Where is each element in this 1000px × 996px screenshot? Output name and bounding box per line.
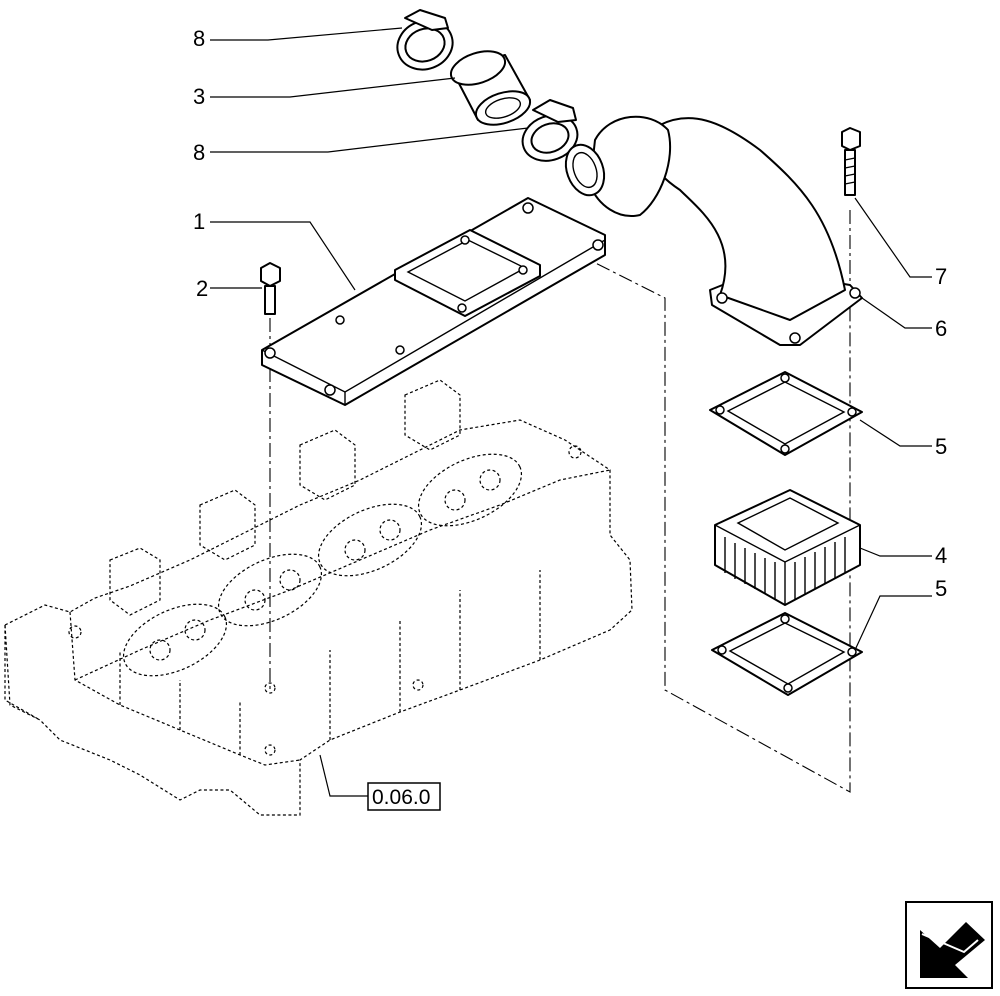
callout-1: 1 — [193, 209, 205, 234]
hose-clamp-top — [396, 9, 454, 71]
leader-lines — [210, 27, 932, 797]
callout-5-upper: 5 — [935, 434, 947, 459]
bolt-right — [841, 127, 861, 196]
heater-box — [714, 489, 861, 606]
reference-box[interactable]: 0.06.0 — [367, 782, 441, 811]
cover-plate — [261, 197, 606, 406]
callout-4: 4 — [935, 543, 947, 568]
reference-label: 0.06.0 — [372, 786, 430, 809]
callout-3: 3 — [193, 84, 205, 109]
intake-elbow — [564, 115, 863, 346]
callout-7: 7 — [935, 264, 947, 289]
gasket-lower — [711, 612, 863, 696]
callout-labels: 8 3 8 1 2 7 6 5 4 5 — [193, 26, 947, 601]
callout-2: 2 — [196, 276, 208, 301]
gasket-upper — [709, 371, 863, 456]
callout-6: 6 — [935, 316, 947, 341]
callout-8-top: 8 — [193, 26, 205, 51]
alignment-lines — [269, 210, 851, 793]
return-arrow-icon[interactable] — [905, 901, 993, 989]
hose-sleeve — [449, 50, 532, 126]
callout-5-lower: 5 — [935, 576, 947, 601]
cylinder-head-ghost — [4, 379, 633, 816]
callout-8-lower: 8 — [193, 140, 205, 165]
hose-clamp-lower — [521, 99, 579, 162]
bolt-left — [260, 262, 281, 315]
